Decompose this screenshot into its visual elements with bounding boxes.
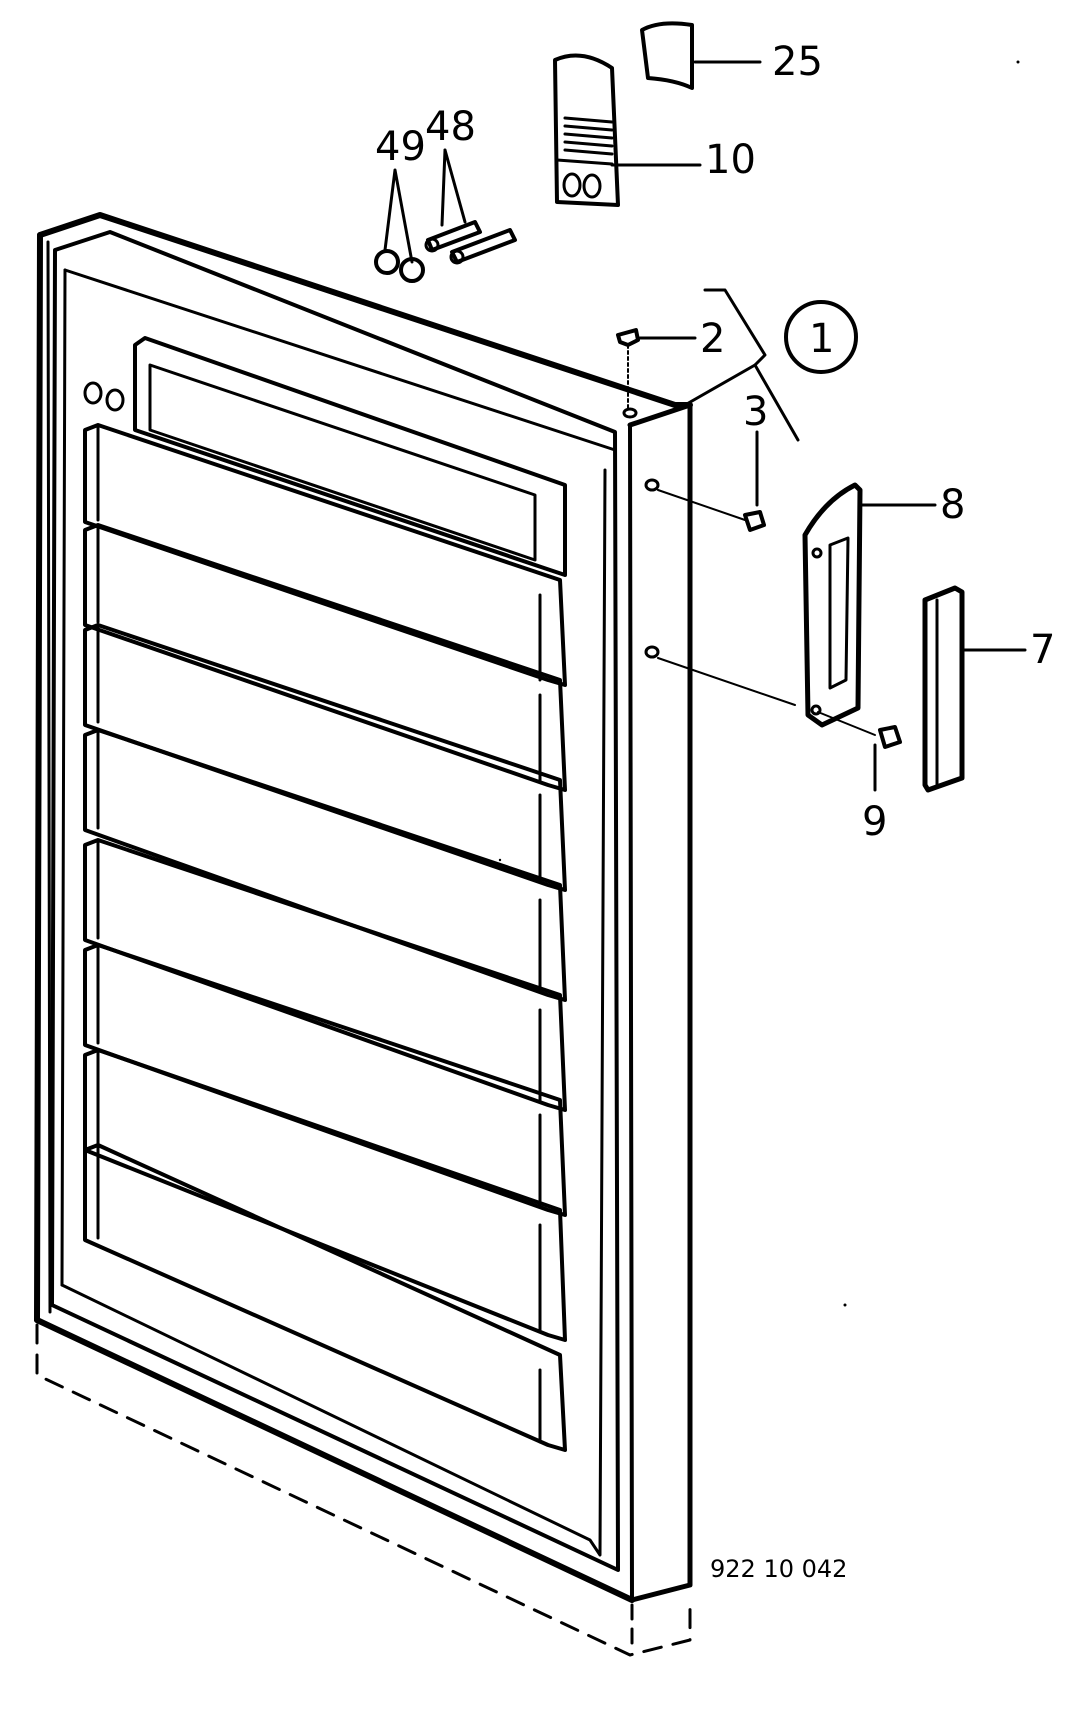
callout-3: 3 [743,389,768,435]
callout-7: 7 [1030,627,1055,673]
callout-48: 48 [425,104,476,150]
door-shelf [83,1048,567,1342]
door-shelf [83,728,567,1002]
drawing-number: 922 10 042 [710,1555,847,1583]
callout-10: 10 [705,137,756,183]
part-7-handle-cover: 7 [922,585,1055,793]
part-8-hinge: 8 [802,482,965,728]
callout-8: 8 [940,482,965,528]
door-shelf [83,943,567,1217]
callout-25: 25 [772,39,823,85]
door-top-display-frame [133,336,567,577]
assembly-lines [644,645,876,736]
callout-1: 1 [809,316,834,362]
callout-49: 49 [375,124,426,170]
door-shelf [83,423,567,687]
door-shelves [83,423,567,1452]
scan-specks [498,60,1020,1307]
part-9-screw: 9 [862,725,902,845]
callout-2: 2 [700,316,725,362]
part-10-thermostat-panel: 10 [553,53,756,207]
part-2-screw: 2 [616,316,725,419]
part-48-pins: 48 [424,104,517,265]
callout-9: 9 [862,799,887,845]
door-shelf [83,523,567,792]
part-3-screw: 3 [644,389,768,532]
group-1-bracket: 1 [683,288,858,442]
part-49-caps: 49 [374,124,426,283]
door-panel [34,212,693,1657]
door-shelf [83,623,567,892]
door-face-holes [83,381,125,412]
door-shelf [83,1143,567,1452]
door-shelf [83,838,567,1112]
part-25-label-card: 25 [640,21,823,90]
